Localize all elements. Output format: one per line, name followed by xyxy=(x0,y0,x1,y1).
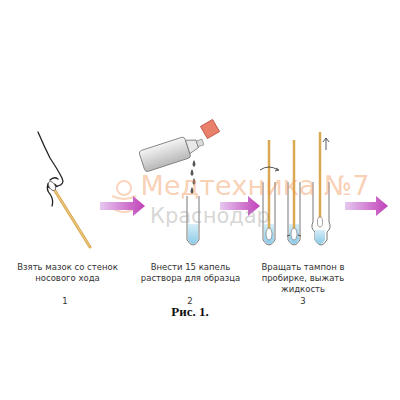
step-text: Взять мазок со стенок носового хода xyxy=(15,262,120,284)
dropper-bottle xyxy=(139,132,207,173)
watermark: Медтехника №7 xyxy=(140,170,370,201)
figure-caption: Рис. 1. xyxy=(150,304,230,320)
step-number: 1 xyxy=(55,296,75,306)
step-text: Вращать тампон в пробирке, выжать жидкос… xyxy=(248,262,358,295)
swab xyxy=(47,180,90,247)
bottle-cap xyxy=(200,119,219,138)
step-text: Внести 15 капель раствора для образца xyxy=(138,262,243,284)
watermark: Краснодар xyxy=(150,204,300,228)
step-number: 3 xyxy=(293,296,313,306)
